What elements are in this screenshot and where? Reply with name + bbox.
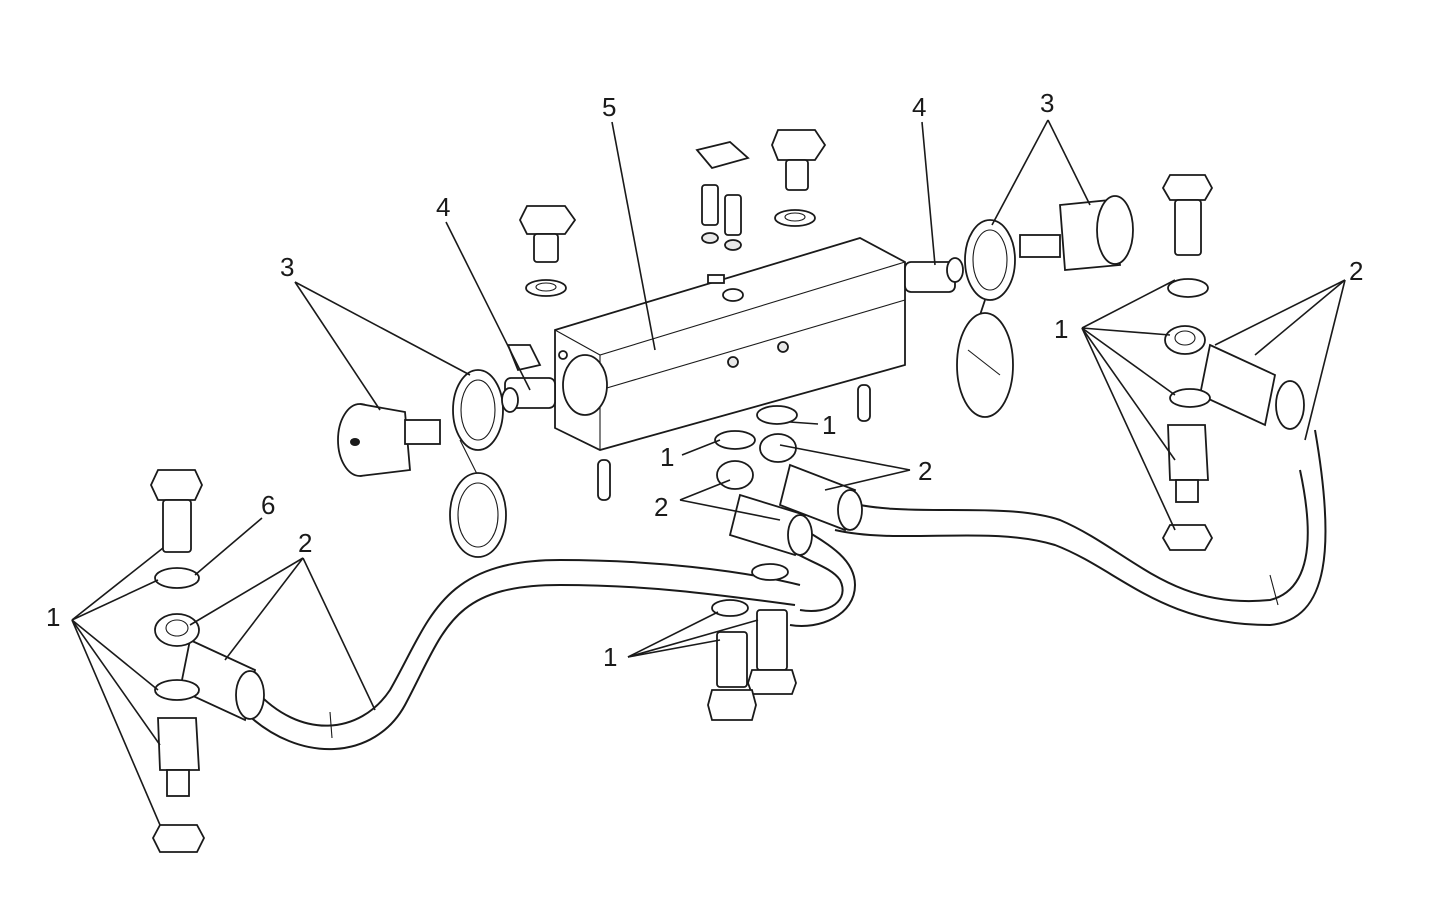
callout-4-left: 4 xyxy=(436,192,450,222)
callout-3-right: 3 xyxy=(1040,88,1054,118)
screws-top xyxy=(701,184,742,251)
callout-2-center-a: 2 xyxy=(654,492,668,522)
hose-fitting-center-a xyxy=(728,493,813,557)
callout-2-center-b: 2 xyxy=(918,456,932,486)
coupling-cap-right xyxy=(1019,195,1134,271)
callout-1-left: 1 xyxy=(46,602,60,632)
manifold-block xyxy=(554,237,906,451)
callout-1-bottom: 1 xyxy=(603,642,617,672)
callout-6: 6 xyxy=(261,490,275,520)
callout-3-left: 3 xyxy=(280,252,294,282)
fitting-stack-right xyxy=(1161,174,1214,551)
bolt-top-left xyxy=(518,205,577,297)
callout-2-right: 2 xyxy=(1349,256,1363,286)
callout-4-right: 4 xyxy=(912,92,926,122)
hose-fitting-center-b xyxy=(778,463,863,532)
hose-center xyxy=(784,429,1327,627)
callout-1-center-a: 1 xyxy=(822,410,836,440)
callout-1-right: 1 xyxy=(1054,314,1068,344)
seal-ring-right xyxy=(956,219,1016,418)
dowel-pin-left xyxy=(597,459,611,501)
leader-lines xyxy=(71,119,1346,826)
clip-top xyxy=(695,141,750,170)
callout-1-center-b: 1 xyxy=(660,442,674,472)
dowel-pin-right xyxy=(857,384,871,422)
callout-2-left: 2 xyxy=(298,528,312,558)
coupling-cap-left xyxy=(337,403,441,477)
hose-fitting-left xyxy=(178,638,265,722)
quick-coupler-left xyxy=(501,344,556,413)
quick-coupler-right xyxy=(904,257,964,293)
fitting-stack-center xyxy=(707,405,798,721)
bolt-top-center xyxy=(771,129,827,227)
hose-fitting-right xyxy=(1198,343,1305,430)
hose-left xyxy=(244,558,801,751)
fitting-stack-left xyxy=(150,469,206,853)
callout-5: 5 xyxy=(602,92,616,122)
seal-ring-left xyxy=(449,369,507,558)
